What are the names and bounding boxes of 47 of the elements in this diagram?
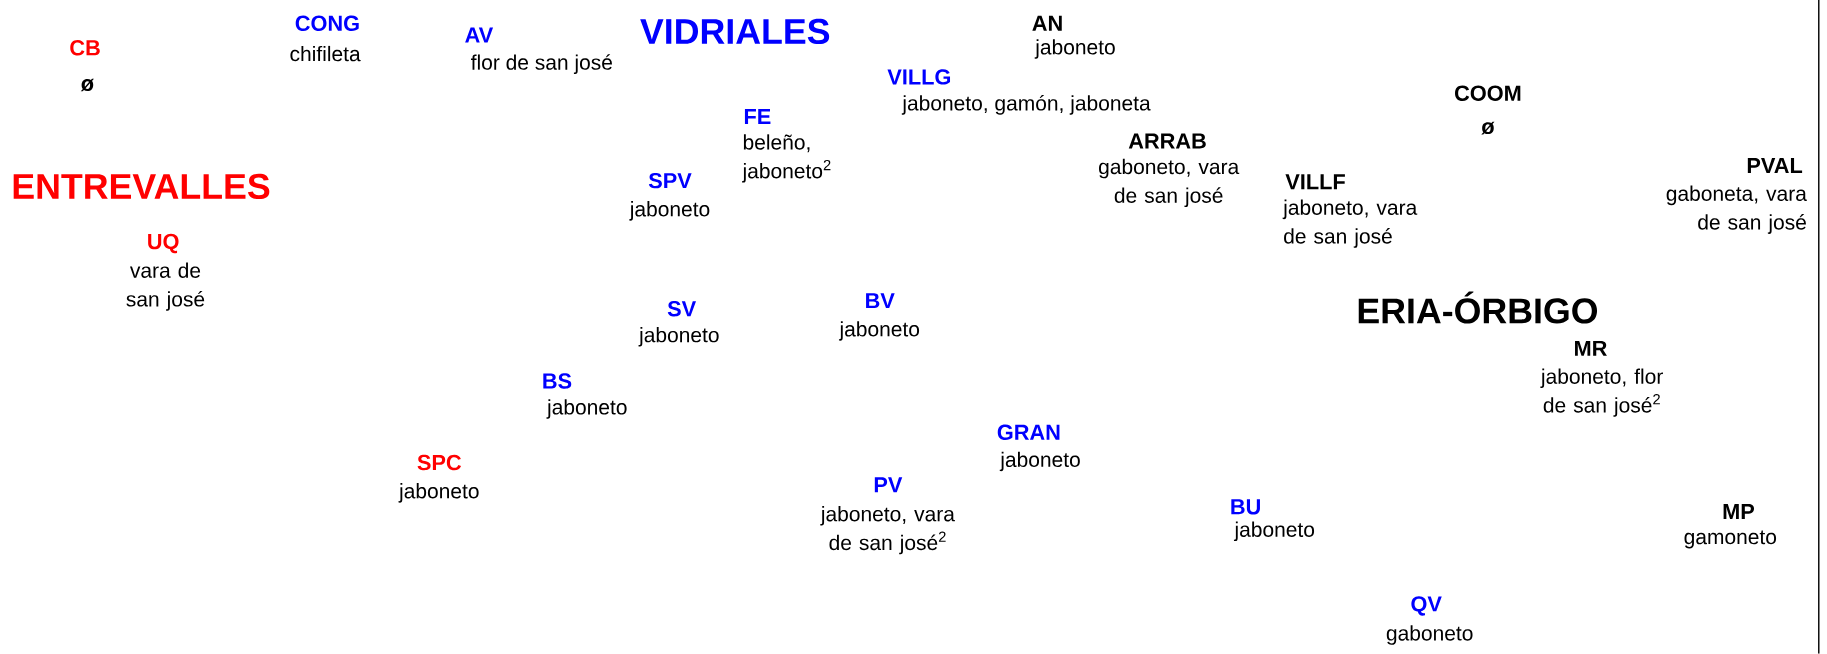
locality-code: GRAN xyxy=(997,424,1060,441)
plant-name: jaboneto, gamón, jaboneta xyxy=(901,95,1151,115)
plant-name: gaboneto, vara de san josé xyxy=(1099,158,1240,208)
locality-code: VILLG xyxy=(887,69,950,85)
plant-name: jaboneto xyxy=(1034,39,1115,59)
region-name: VIDRIALES xyxy=(640,19,830,45)
locality-code: QV xyxy=(1411,596,1442,616)
plant-name: jaboneto xyxy=(838,321,920,341)
plant-name: jaboneto, vara de san josé xyxy=(1282,199,1418,249)
plant-name: gaboneta, vara de san josé xyxy=(1666,185,1807,235)
locality-code: AV xyxy=(465,27,494,43)
locality-code: VILLF xyxy=(1285,174,1345,190)
locality-code: COOM xyxy=(1455,85,1521,102)
plant-name: vara de san josé xyxy=(126,262,205,311)
plant-name: jaboneto xyxy=(999,451,1080,472)
locality-code: ø xyxy=(80,78,94,92)
plant-name: jaboneto, vara de san josé$^{2}$ xyxy=(820,506,955,555)
locality-code: FE xyxy=(744,109,771,125)
locality-code: SPC xyxy=(417,455,462,471)
locality-code: MR xyxy=(1575,341,1607,357)
locality-code: UQ xyxy=(148,233,179,254)
plant-name: jaboneto xyxy=(629,201,710,221)
locality-code: PVAL xyxy=(1747,158,1803,174)
plant-name: jaboneto xyxy=(1233,521,1315,542)
locality-code: BS xyxy=(543,373,572,389)
plant-name: jaboneto, flor de san josé$^{2}$ xyxy=(1540,368,1663,417)
region-name: ERIA-ÓRBIGO xyxy=(1358,291,1598,324)
locality-code: SV xyxy=(667,301,696,317)
plant-name: jaboneto xyxy=(398,483,479,503)
locality-code: ARRAB xyxy=(1128,133,1206,149)
plant-name: beleño, jaboneto$^{2}$ xyxy=(742,134,831,183)
locality-code: BU xyxy=(1231,499,1260,515)
region-name: ENTREVALLES xyxy=(13,173,270,200)
plant-name: flor de san josé xyxy=(471,54,612,75)
plant-name: chifileta xyxy=(290,46,361,62)
locality-code: MP xyxy=(1723,504,1754,520)
plant-name: jaboneto xyxy=(638,327,719,347)
locality-code: ø xyxy=(1481,122,1495,135)
locality-code: PV xyxy=(874,477,903,493)
locality-code: AN xyxy=(1032,16,1062,31)
plant-name: gamoneto xyxy=(1684,530,1777,549)
locality-code: CB xyxy=(70,40,100,56)
locality-code: CONG xyxy=(295,15,359,32)
plant-name: gaboneto xyxy=(1386,625,1473,645)
locality-code: SPV xyxy=(648,173,692,189)
plant-name: jaboneto xyxy=(546,399,627,419)
locality-code: BV xyxy=(866,293,895,309)
